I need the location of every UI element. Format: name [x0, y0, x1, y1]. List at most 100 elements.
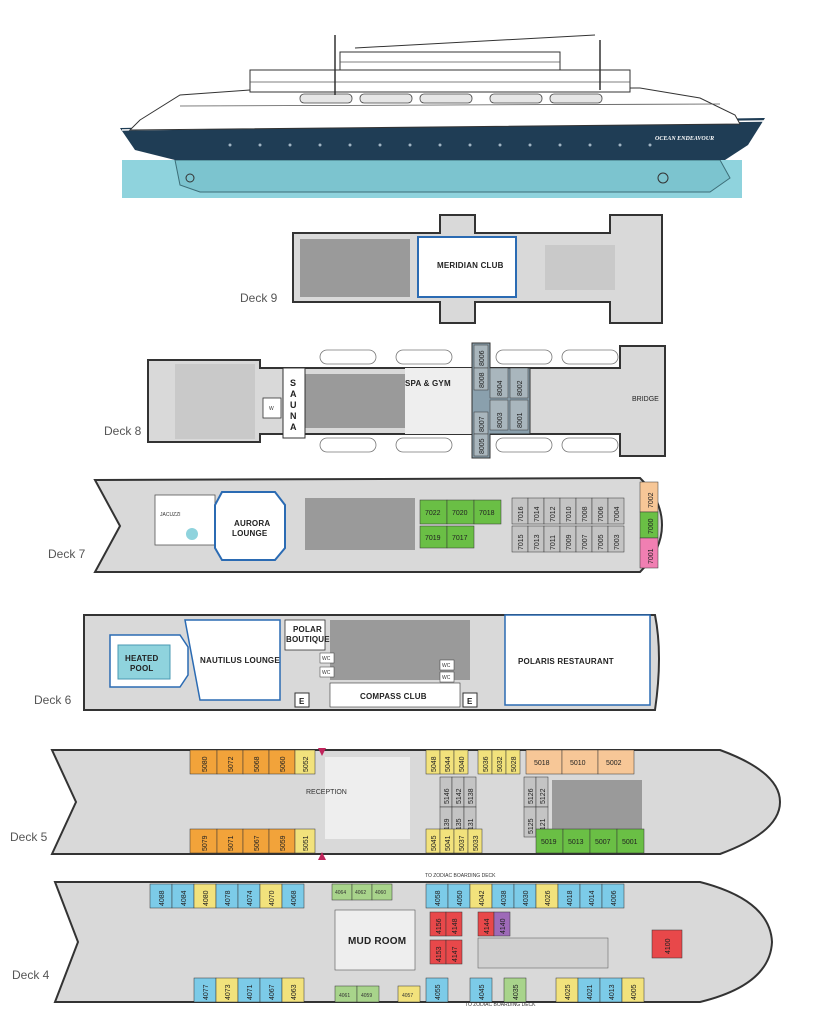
sauna-letter: A — [290, 422, 297, 432]
deck-4-top-center — [331, 883, 393, 901]
cabin-5059 — [268, 828, 296, 854]
cabin-label: 5067 — [254, 835, 261, 851]
meridian-club-label: MERIDIAN CLUB — [437, 261, 504, 270]
aurora-label-2: LOUNGE — [232, 529, 268, 538]
cabin-label: 4018 — [567, 890, 574, 906]
cabin-8005 — [473, 433, 489, 457]
wc-label: W — [269, 406, 274, 412]
elevator — [294, 692, 310, 708]
cabin-label: 7022 — [425, 510, 441, 517]
cabin-label: 4074 — [247, 890, 254, 906]
cabin-label: 5013 — [568, 839, 584, 846]
lifeboat — [319, 437, 377, 453]
cabin-label: 4006 — [611, 890, 618, 906]
cabin-label: 5045 — [431, 835, 438, 851]
deck-4-top-cabins — [149, 883, 625, 909]
cabin-label: 5146 — [444, 788, 451, 804]
deck-8-plan: S A U N A W SPA & GYM 8006 8008 8004 800… — [147, 342, 666, 459]
wc-room — [262, 397, 282, 419]
cabin-label: 4055 — [435, 984, 442, 1000]
deck-4-plan: TO ZODIAC BOARDING DECK TO ZODIAC BOARDI… — [53, 873, 774, 1008]
propeller-icon — [185, 173, 195, 183]
cabin-label: 4025 — [565, 984, 572, 1000]
deck-4-mid-cabins — [429, 911, 511, 965]
cabin-label: 4140 — [500, 918, 507, 934]
lifeboat — [549, 93, 603, 104]
cabin-4055 — [425, 977, 449, 1003]
cabin-label: 5044 — [445, 756, 452, 772]
sauna-letter: U — [290, 400, 297, 410]
cabin-label: 4153 — [436, 946, 443, 962]
lifeboat — [561, 437, 619, 453]
deck-7-plan: JACUZZI AURORA LOUNGE 7022 7020 7018 701… — [93, 476, 664, 573]
cabin-label: 7003 — [614, 534, 621, 550]
cabin-label: 5032 — [497, 756, 504, 772]
cabin-label: 7017 — [452, 535, 468, 542]
cabin-8001 — [509, 399, 529, 431]
wc-label: WC — [442, 675, 451, 681]
cabin-label: 8003 — [497, 412, 504, 428]
cabin-label: 7008 — [582, 506, 589, 522]
deck-7-service-dark — [305, 498, 415, 550]
cabin-label: 5122 — [540, 788, 547, 804]
cabin-label: 4144 — [484, 918, 491, 934]
cabin-label: 4068 — [291, 890, 298, 906]
cabin-5002 — [597, 749, 635, 775]
cabin-7004 — [607, 497, 625, 525]
cabin-label: 5019 — [541, 839, 557, 846]
cabin-label: 7005 — [598, 534, 605, 550]
lifeboat — [495, 437, 553, 453]
cabin-label: 7019 — [425, 535, 441, 542]
cabin-label: 4148 — [452, 918, 459, 934]
reception-area — [325, 757, 410, 839]
cabin-label: 4071 — [247, 984, 254, 1000]
cabin-label: 7004 — [614, 506, 621, 522]
deck-5-bottom-green — [535, 828, 645, 854]
deck-8-lifeboats — [319, 349, 619, 453]
heated-label-1: HEATED — [125, 654, 159, 663]
cabin-7003 — [607, 525, 625, 553]
elevator-label: E — [467, 697, 473, 706]
cabin-5001 — [616, 828, 645, 854]
cabin-label: 5071 — [228, 835, 235, 851]
deck-4-bottom-cabins — [193, 977, 645, 1003]
sauna-room — [282, 367, 306, 439]
cabin-label: 4156 — [436, 918, 443, 934]
wc-label: WC — [442, 663, 451, 669]
cabin-label: 8004 — [497, 380, 504, 396]
cabin-label: 5121 — [540, 818, 547, 834]
cabin-label: 5048 — [431, 756, 438, 772]
reception-label: RECEPTION — [306, 789, 347, 796]
cabin-5080 — [189, 749, 218, 775]
deck-5-label: Deck 5 — [10, 830, 48, 844]
nautilus-lounge — [184, 619, 281, 701]
cabin-5033 — [467, 828, 483, 854]
cabin-label: 4005 — [631, 984, 638, 1000]
cabin-label: 7015 — [518, 534, 525, 550]
lifeboat — [395, 437, 453, 453]
sauna-letter: S — [290, 378, 296, 388]
cabin-label: 4058 — [435, 890, 442, 906]
cabin-label: 7016 — [518, 506, 525, 522]
deck-5-top-yellow — [425, 749, 521, 775]
cabin-8008 — [473, 367, 489, 391]
cabin-4045 — [469, 977, 493, 1003]
elevator — [462, 692, 478, 708]
jacuzzi-deck — [154, 494, 216, 546]
cabin-label: 4014 — [589, 890, 596, 906]
wc-label: WC — [322, 670, 331, 676]
cabin-5079 — [189, 828, 218, 854]
nautilus-label: NAUTILUS LOUNGE — [200, 656, 280, 665]
top-deck — [339, 51, 561, 71]
deck-5-mid-cabins — [439, 776, 549, 838]
mud-room-label: MUD ROOM — [348, 936, 406, 947]
cabin-4148 — [445, 911, 463, 937]
jacuzzi-label: JACUZZI — [160, 512, 181, 518]
cabin-5019 — [535, 828, 564, 854]
cabin-label: 5052 — [303, 756, 310, 772]
cabin-label: 4067 — [269, 984, 276, 1000]
lifeboat — [495, 349, 553, 365]
cabin-label: 7001 — [648, 548, 655, 564]
cabin-4140 — [493, 911, 511, 937]
cabin-label: 4013 — [609, 984, 616, 1000]
